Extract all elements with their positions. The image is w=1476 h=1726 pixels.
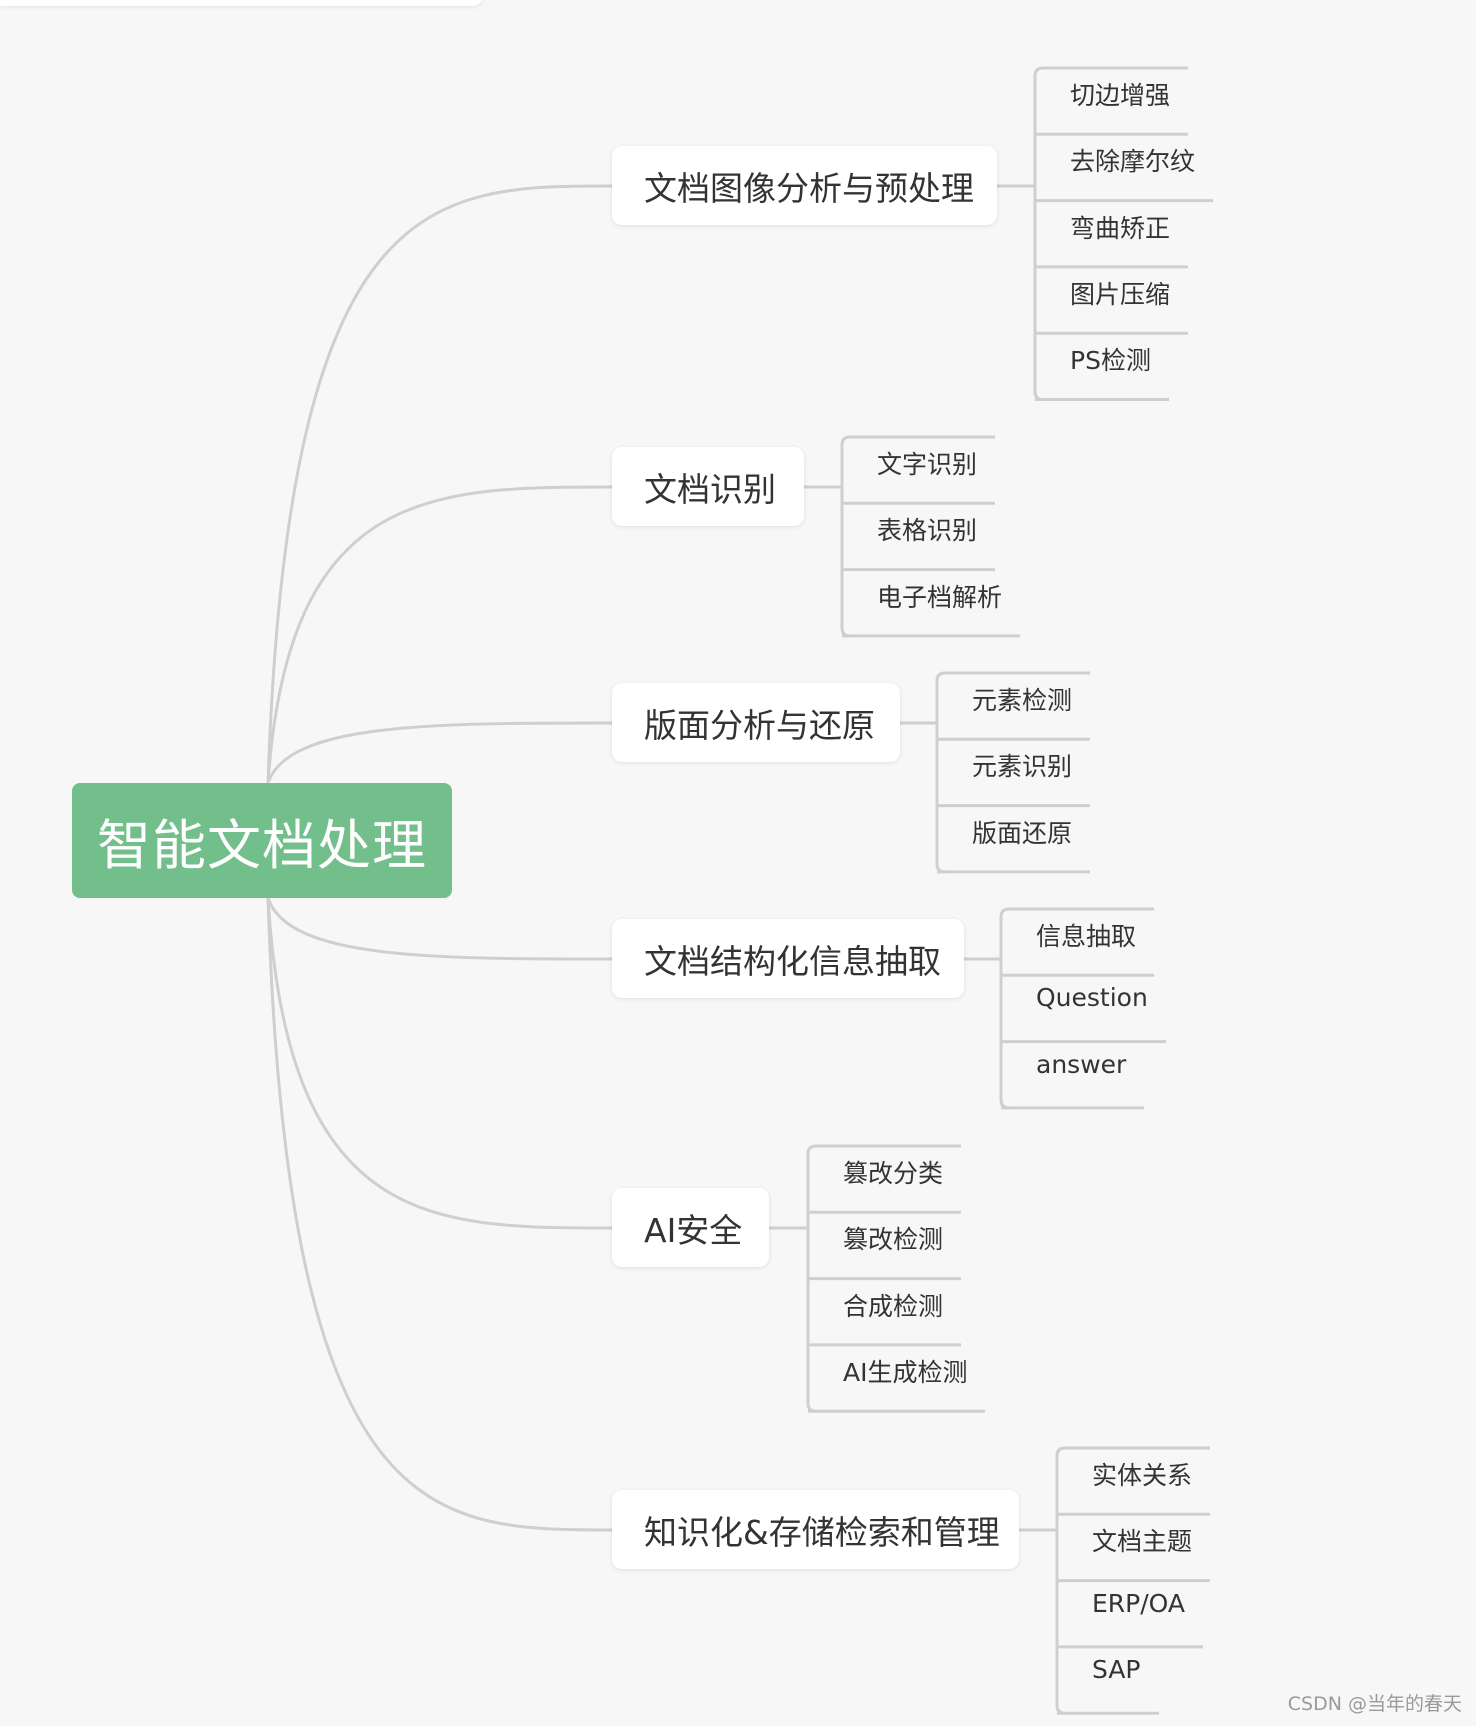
leaf-item[interactable]: 表格识别 (877, 516, 978, 546)
leaf-item[interactable]: 图片压缩 (1070, 279, 1171, 309)
child-bracket (840, 435, 851, 638)
leaf-item[interactable]: 元素识别 (972, 752, 1073, 782)
leaf-item[interactable]: 信息抽取 (1036, 922, 1137, 951)
branch-node-knowledge-management[interactable]: 知识化&存储检索和管理 (612, 1490, 1019, 1569)
leaf-item[interactable]: 去除摩尔纹 (1070, 147, 1196, 177)
branch-node-layout-analysis[interactable]: 版面分析与还原 (612, 683, 900, 762)
leaf-item[interactable]: AI生成检测 (843, 1357, 968, 1387)
leaf-item[interactable]: 篡改检测 (843, 1225, 944, 1255)
leaf-item[interactable]: 弯曲矫正 (1070, 213, 1171, 243)
top-panel-edge (0, 0, 484, 6)
branch-connector (266, 485, 613, 784)
leaf-item[interactable]: PS检测 (1070, 346, 1151, 376)
branch-connector (266, 721, 613, 784)
leaf-item[interactable]: 实体关系 (1092, 1461, 1193, 1490)
branch-connector (266, 897, 613, 1532)
branch-connector (266, 897, 613, 1230)
branch-node-document-recognition[interactable]: 文档识别 (612, 447, 804, 526)
branch-node-image-preprocessing[interactable]: 文档图像分析与预处理 (612, 146, 997, 225)
leaf-item[interactable]: 元素检测 (972, 686, 1073, 715)
child-bracket (999, 907, 1010, 1110)
leaf-item[interactable]: 版面还原 (972, 818, 1073, 848)
branch-connector (266, 184, 613, 784)
child-bracket (1033, 66, 1044, 401)
leaf-item[interactable]: 电子档解析 (877, 582, 1003, 612)
child-bracket (935, 671, 946, 874)
branch-node-structured-extraction[interactable]: 文档结构化信息抽取 (612, 919, 964, 998)
watermark: CSDN @当年的春天 (1287, 1693, 1462, 1715)
leaf-item[interactable]: SAP (1092, 1654, 1141, 1684)
root-node[interactable]: 智能文档处理 (72, 783, 452, 898)
leaf-item[interactable]: Question (1036, 983, 1148, 1013)
leaf-item[interactable]: 切边增强 (1070, 81, 1171, 110)
leaf-item[interactable]: 篡改分类 (843, 1159, 944, 1188)
branch-node-ai-security[interactable]: AI安全 (612, 1188, 769, 1267)
leaf-item[interactable]: answer (1036, 1049, 1127, 1079)
branch-connector (266, 897, 613, 961)
leaf-item[interactable]: ERP/OA (1092, 1588, 1186, 1618)
leaf-item[interactable]: 文字识别 (877, 450, 978, 479)
leaf-item[interactable]: 文档主题 (1092, 1527, 1193, 1557)
leaf-item[interactable]: 合成检测 (843, 1291, 944, 1321)
